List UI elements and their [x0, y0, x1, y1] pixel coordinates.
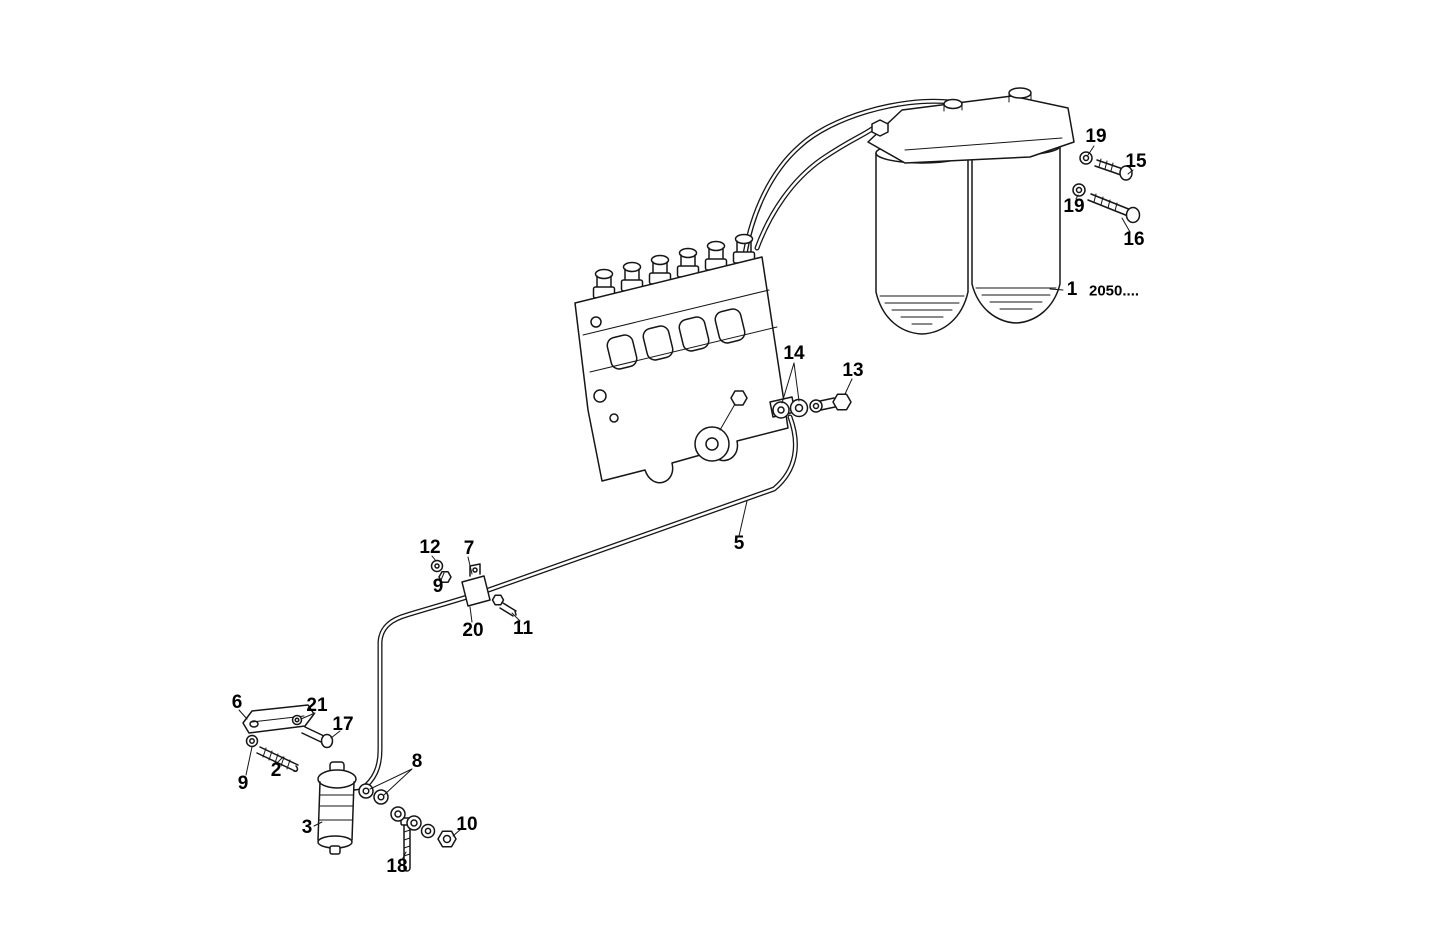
- bleed-nut: [871, 119, 889, 137]
- washer-13: [809, 399, 823, 413]
- bolt-16: [1087, 193, 1141, 224]
- washer-19a: [1079, 151, 1093, 165]
- washer: [406, 815, 422, 831]
- feed-pump-3: [317, 761, 363, 855]
- washer: [420, 823, 436, 839]
- washer-14b: [789, 398, 809, 418]
- washer-14a: [772, 401, 790, 419]
- washer: [390, 806, 406, 822]
- filter-canister-left: [875, 142, 969, 335]
- washer-9b: [245, 734, 259, 748]
- washer-8b: [373, 789, 389, 805]
- clamp-7: [461, 575, 491, 607]
- washer-21: [291, 714, 303, 726]
- fuel-filter-assembly: [867, 87, 1075, 335]
- bolt-15: [1094, 158, 1133, 181]
- filter-head: [867, 87, 1075, 164]
- washer-8a: [358, 783, 374, 799]
- filter-mounting-bolts: [1072, 151, 1141, 224]
- filler-cap: [1008, 87, 1032, 99]
- nut-9a: [438, 571, 452, 583]
- stud-2: [256, 746, 299, 772]
- washer-19b: [1072, 183, 1086, 197]
- filter-canister-right: [971, 136, 1061, 324]
- nut-10: [437, 830, 457, 848]
- inspection-windows: [606, 308, 746, 370]
- fuel-line-5: [359, 414, 798, 792]
- engine-block-injection-pump: [574, 233, 796, 484]
- filler-cap: [943, 98, 963, 110]
- bolt-17: [301, 726, 334, 749]
- pipe-clamp-assembly: [430, 559, 517, 617]
- bracket-assembly: [242, 704, 334, 772]
- clamp-tab: [469, 563, 481, 577]
- banjo-union-line5: [772, 393, 852, 419]
- pump-banjo-stack: [358, 783, 457, 872]
- clamp-screw-11: [491, 594, 517, 617]
- fuel-lines: [359, 98, 953, 792]
- banjo-bolt-13: [819, 393, 852, 411]
- washer-12: [430, 559, 444, 573]
- pump-body: [574, 256, 789, 484]
- leader-lines: [238, 145, 1134, 861]
